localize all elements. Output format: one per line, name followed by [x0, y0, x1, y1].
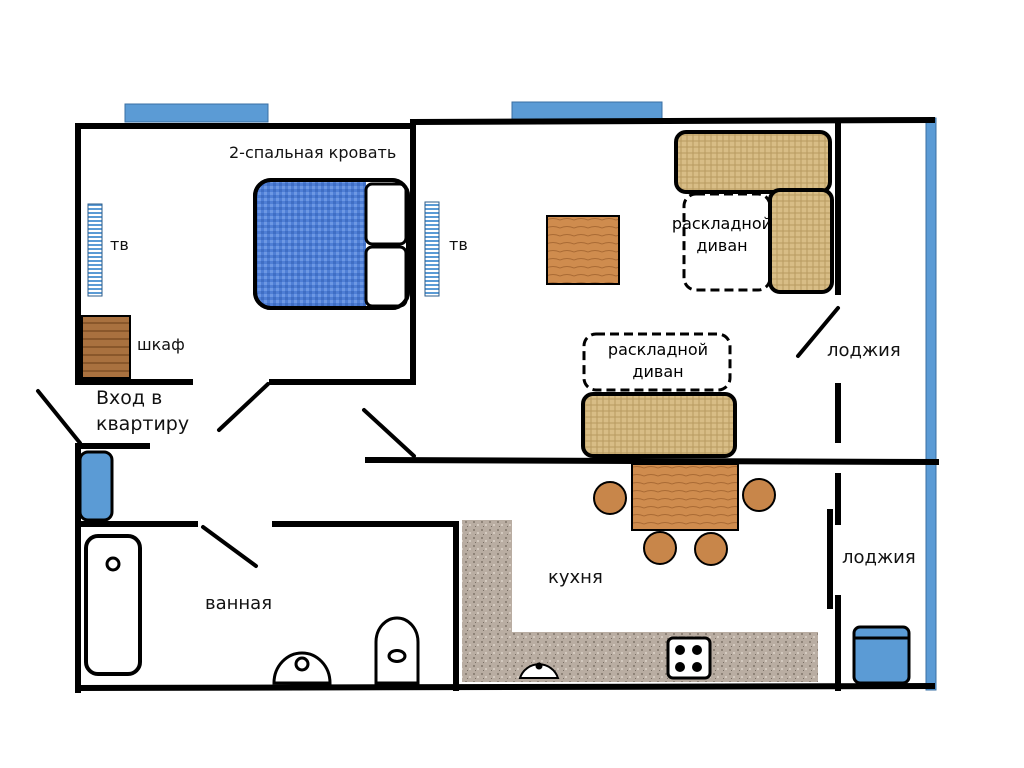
label-wardrobe: шкаф [137, 335, 185, 354]
chair [643, 531, 677, 565]
doors [36, 306, 840, 568]
sofa-bed-outline-top [682, 192, 772, 292]
sofa-middle [581, 392, 737, 458]
loggia-cabinet [852, 625, 911, 685]
pillow-top [364, 182, 408, 246]
walls [74, 116, 940, 693]
pillow-bottom [364, 245, 408, 308]
tv-bedroom [87, 203, 103, 297]
label-entrance: Вход в квартиру [96, 387, 190, 435]
label-double-bed: 2-спальная кровать [229, 143, 397, 162]
door-loggia [796, 306, 840, 358]
windows [124, 101, 937, 691]
tv-living-room [424, 201, 440, 297]
chair [742, 478, 776, 512]
door-entrance [36, 389, 82, 445]
label-tv-bedroom: тв [110, 235, 129, 254]
window-loggia [925, 117, 937, 691]
label-sofa-bed-top: раскладной диван [671, 214, 773, 255]
window-bedroom [124, 103, 269, 123]
label-sofa-bed-middle: раскладной диван [607, 340, 709, 381]
kitchen-countertop [462, 520, 818, 682]
dining-table [631, 463, 739, 531]
corner-sofa [674, 130, 834, 294]
door-bathroom [201, 525, 258, 568]
label-bathroom: ванная [205, 593, 273, 614]
sofa-bed-outline-middle [582, 332, 732, 392]
coffee-table [546, 215, 620, 285]
dining-chairs [593, 478, 776, 566]
toilet [374, 616, 420, 685]
bathtub [84, 534, 142, 676]
coat-closet [78, 450, 114, 522]
label-loggia-top: лоджия [827, 340, 901, 361]
bathroom-sink [272, 651, 332, 685]
double-bed [253, 178, 410, 310]
chair [593, 481, 627, 515]
label-kitchen: кухня [548, 567, 603, 588]
wardrobe [81, 315, 131, 379]
label-loggia-bottom: лоджия [842, 547, 916, 568]
stove-icon [666, 636, 712, 680]
door-bedroom [217, 382, 270, 432]
label-tv-living-room: тв [449, 235, 468, 254]
door-living-room [362, 408, 416, 458]
kitchen-sink [518, 662, 560, 679]
chair [694, 532, 728, 566]
